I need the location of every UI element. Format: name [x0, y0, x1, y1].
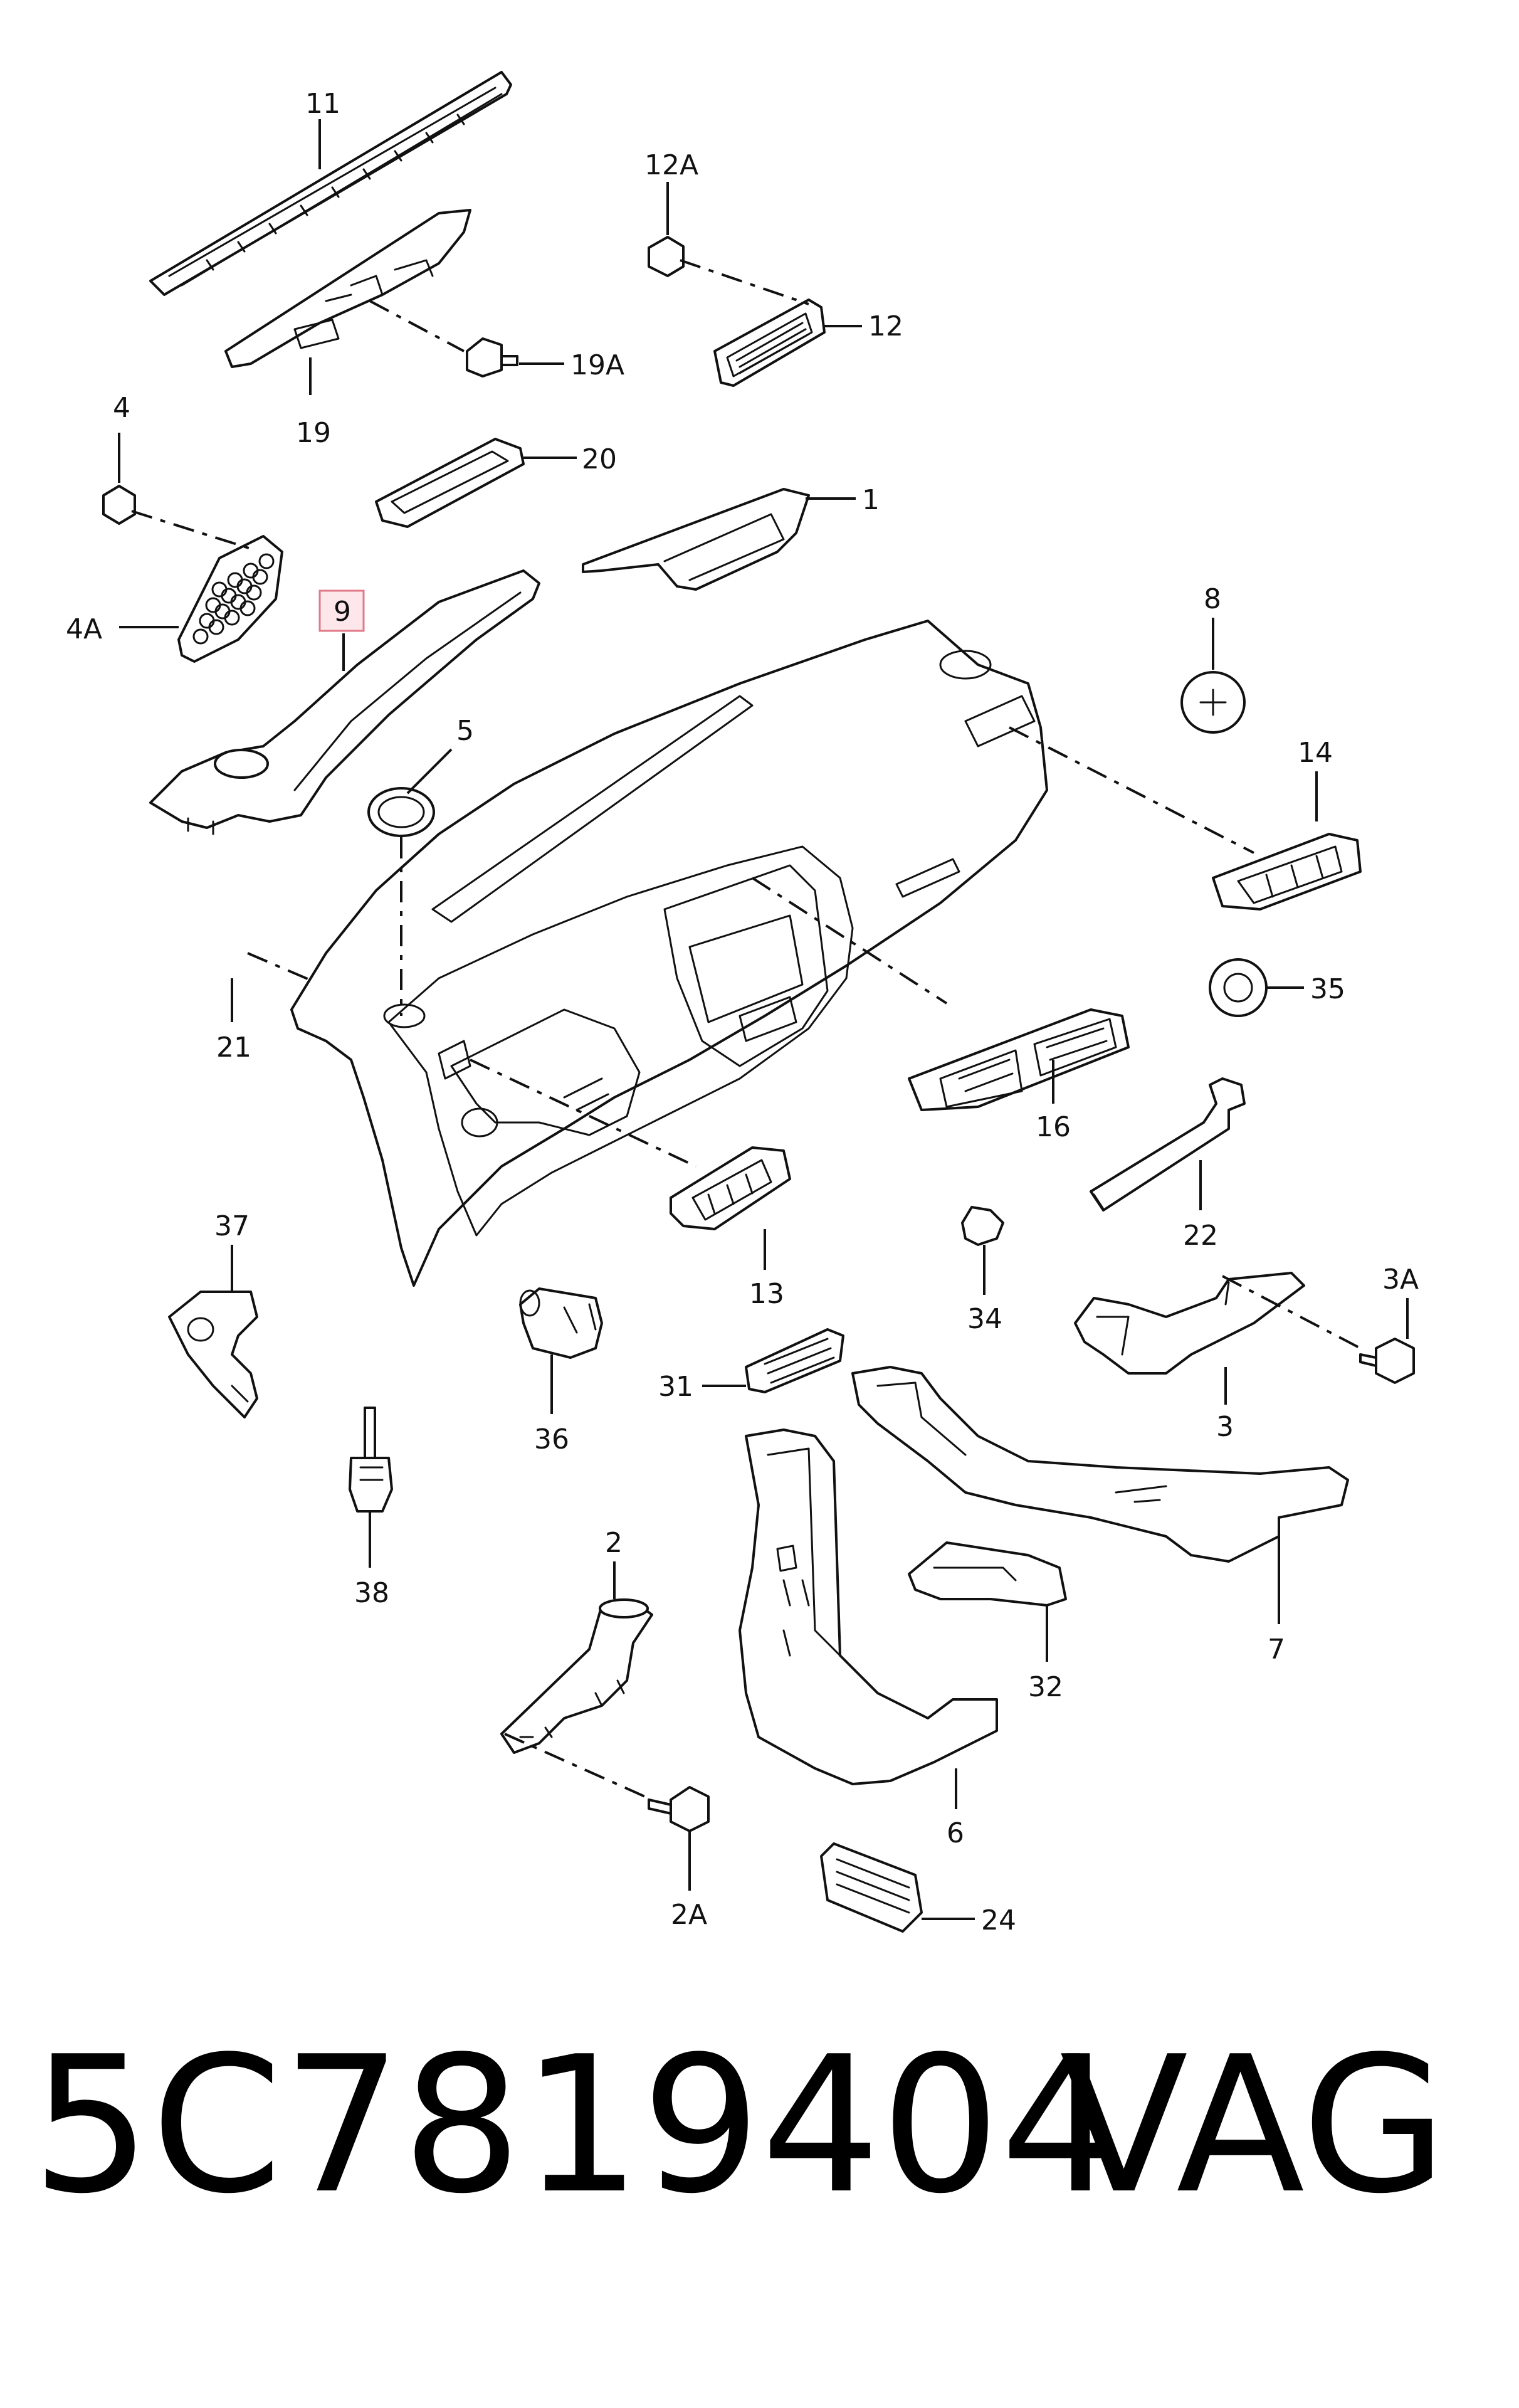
callout-31: 31	[658, 1371, 693, 1403]
part-16-center-vent	[908, 1008, 1130, 1111]
callout-14: 14	[1298, 737, 1333, 769]
part-4-nut	[102, 485, 136, 525]
part-37-sensor-bracket	[168, 1291, 258, 1418]
part-22-hose	[1090, 1077, 1246, 1212]
part-12a-nut	[648, 236, 685, 277]
callout-3a: 3A	[1382, 1264, 1419, 1296]
part-3-duct	[1074, 1272, 1305, 1375]
callout-6: 6	[947, 1817, 964, 1849]
callout-9-highlight	[318, 589, 365, 632]
part-35-round-clip	[1209, 958, 1268, 1017]
callout-1: 1	[862, 484, 880, 516]
part-14-right-vent	[1212, 833, 1362, 911]
part-24-vent-grille	[820, 1842, 923, 1933]
callout-13: 13	[749, 1278, 784, 1310]
part-32-small-duct	[908, 1541, 1067, 1607]
part-2a-screw	[648, 1786, 710, 1832]
callout-37: 37	[214, 1210, 250, 1242]
dashed-leader-lines	[131, 259, 1361, 1801]
callout-32: 32	[1028, 1671, 1063, 1703]
callout-22: 22	[1183, 1220, 1218, 1252]
part-7-rear-duct	[851, 1366, 1349, 1563]
callout-9: 9	[334, 596, 351, 628]
callout-7: 7	[1268, 1634, 1285, 1666]
callout-38: 38	[354, 1577, 389, 1609]
callout-12: 12	[868, 310, 903, 342]
callout-35: 35	[1310, 973, 1345, 1005]
part-38-sensor-plug	[349, 1407, 393, 1513]
part-20-frame	[375, 438, 525, 528]
callout-12a: 12A	[644, 149, 698, 181]
callout-labels: 11 12A 12 19A 19 4 20 1 4A 9 8 5 14 21 3…	[66, 88, 1419, 1936]
dashboard-main	[290, 620, 1048, 1287]
part-6-floor-duct	[738, 1428, 998, 1785]
part-4a-honeycomb-grille	[177, 535, 283, 663]
callout-2a: 2A	[671, 1899, 707, 1931]
brand-text: VAG	[1059, 2016, 1448, 2235]
callout-2: 2	[605, 1527, 623, 1559]
callout-21: 21	[216, 1032, 251, 1064]
leader-lines	[118, 119, 1409, 1920]
part-8-round-cap	[1180, 671, 1246, 734]
callout-20: 20	[582, 443, 617, 475]
callout-36: 36	[534, 1423, 569, 1455]
callout-5: 5	[456, 715, 474, 747]
callout-24: 24	[981, 1904, 1016, 1936]
callout-4a: 4A	[66, 613, 102, 645]
callout-19a: 19A	[570, 349, 624, 381]
part-9-side-trim	[149, 569, 540, 835]
callout-11: 11	[305, 88, 340, 120]
part-11-defrost-grille	[149, 71, 512, 296]
callout-8: 8	[1204, 583, 1221, 615]
part-34-clip	[961, 1206, 1004, 1246]
callout-19: 19	[296, 417, 331, 449]
part-13-left-vent	[670, 1146, 791, 1230]
callout-16: 16	[1036, 1111, 1071, 1143]
callout-4: 4	[113, 392, 130, 424]
callout-3: 3	[1216, 1411, 1234, 1443]
part-3a-screw	[1359, 1338, 1415, 1384]
part-31-small-vent	[745, 1328, 844, 1393]
part-36-sensor	[519, 1287, 603, 1359]
part-19a-push-clip	[466, 337, 518, 378]
part-number-text: 5C7819404	[31, 2016, 1120, 2235]
callout-34: 34	[967, 1303, 1002, 1335]
part-1-duct	[582, 488, 810, 591]
part-19-defrost-duct	[224, 209, 471, 368]
part-5-round-cover	[367, 787, 435, 837]
part-2-footwell-duct	[500, 1598, 653, 1754]
part-12-vent-grille	[713, 298, 826, 387]
